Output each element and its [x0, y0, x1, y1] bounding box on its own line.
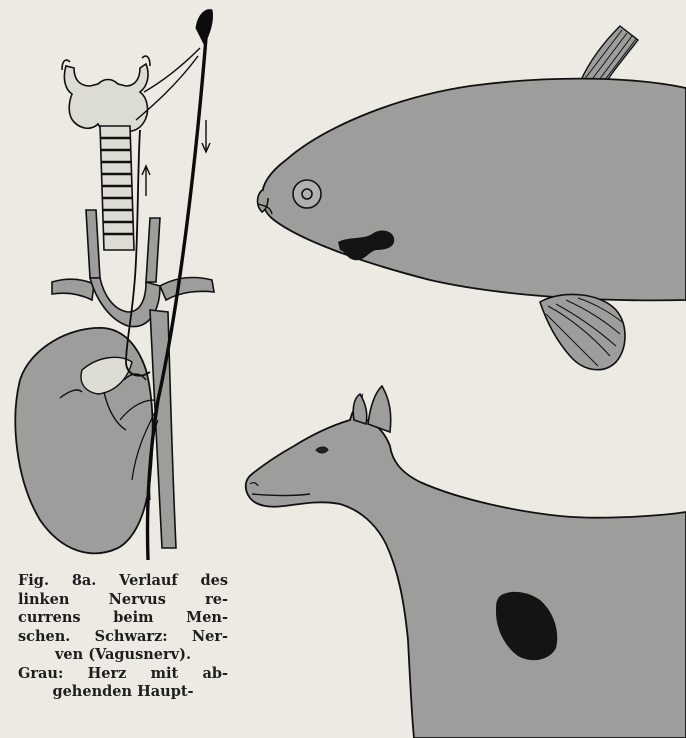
- caption-line-4: schen. Schwarz: Ner-: [18, 628, 228, 647]
- caption-line-1: Fig. 8a. Verlauf des: [18, 572, 228, 591]
- figure-caption: Fig. 8a. Verlauf des linken Nervus re- c…: [18, 572, 228, 702]
- trachea: [100, 126, 134, 250]
- caption-line-3: currens beim Men-: [18, 609, 228, 628]
- human-heart-diagram: [15, 10, 214, 560]
- caption-line-5: ven (Vagusnerv).: [18, 646, 228, 665]
- caption-line-6: Grau: Herz mit ab-: [18, 665, 228, 684]
- fish-drawing: [258, 26, 686, 370]
- heart: [15, 328, 152, 553]
- dog-drawing: [246, 386, 686, 738]
- caption-line-2: linken Nervus re-: [18, 591, 228, 610]
- caption-line-7: gehenden Haupt-: [18, 683, 228, 702]
